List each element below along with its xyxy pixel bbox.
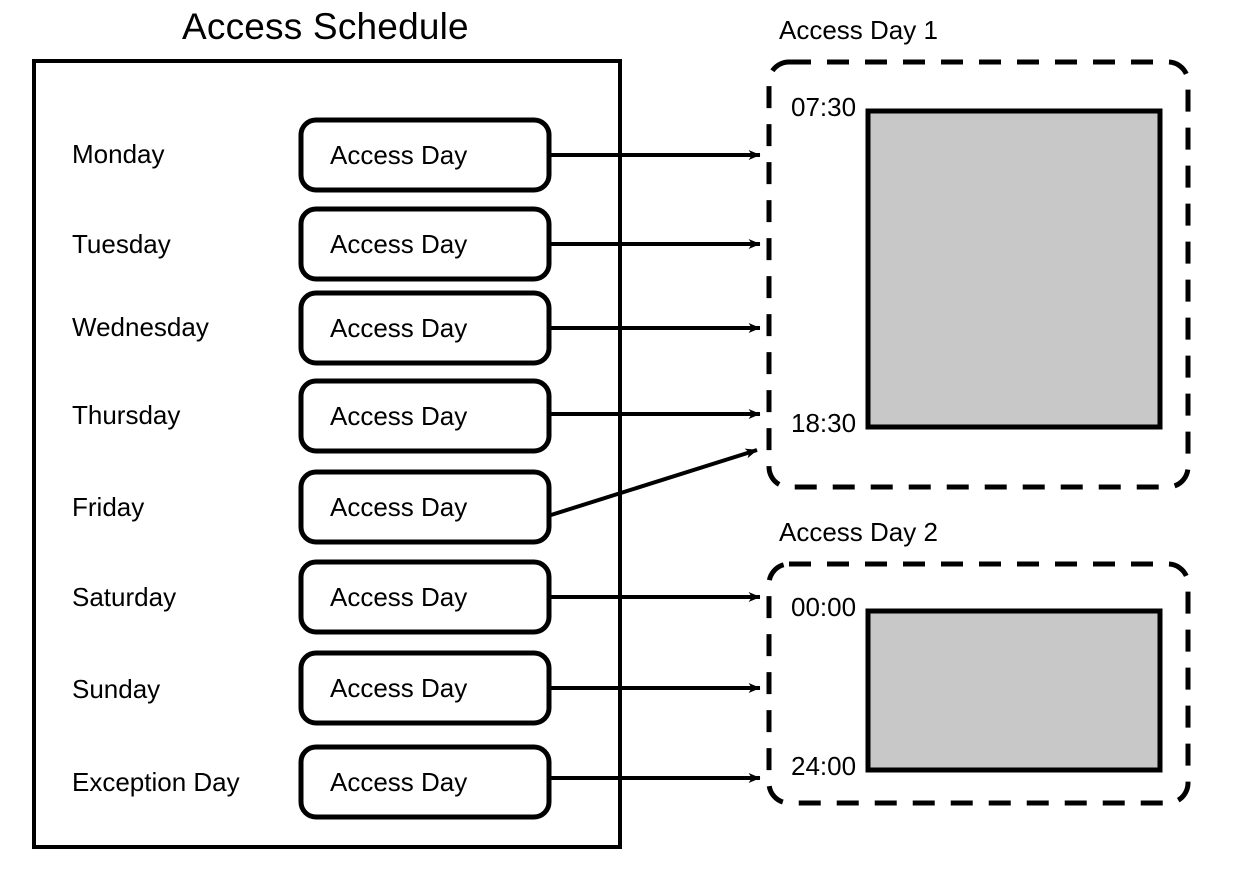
access-day-node-label-friday: Access Day [330,492,468,522]
access-day-2-group [766,561,1191,806]
access-day-2-start-time: 00:00 [791,592,857,622]
access-day-1-interval-bar [865,108,1163,430]
access-day-node-label-thursday: Access Day [330,401,468,431]
arrow-friday-to-access-day-1 [550,448,758,517]
access-day-node-label-saturday: Access Day [330,582,468,612]
access-day-node-label-exception-day: Access Day [330,767,468,797]
day-label-saturday: Saturday [72,582,177,612]
access-day-1-group [766,59,1191,490]
day-label-wednesday: Wednesday [72,312,209,342]
connector-arrows [549,150,761,783]
access-day-node-boxes [298,117,552,820]
page-title: Access Schedule [182,6,469,47]
access-day-1-title: Access Day 1 [779,15,938,45]
access-schedule-container [32,59,622,849]
access-day-2-end-time: 24:00 [791,751,857,781]
access-day-1-start-time: 07:30 [791,92,857,122]
day-label-exception-day: Exception Day [72,767,240,797]
day-label-thursday: Thursday [72,400,181,430]
access-day-2-title: Access Day 2 [779,517,938,547]
access-day-node-label-sunday: Access Day [330,673,468,703]
access-day-1-end-time: 18:30 [791,408,857,438]
day-label-monday: Monday [72,139,165,169]
day-label-tuesday: Tuesday [72,229,171,259]
access-day-node-box-friday[interactable] [298,469,552,545]
access-day-node-label-monday: Access Day [330,140,468,170]
access-day-2-frame [766,561,1191,806]
access-day-2-interval-bar [865,608,1163,773]
day-label-sunday: Sunday [72,674,161,704]
access-day-node-label-tuesday: Access Day [330,229,468,259]
access-day-node-label-wednesday: Access Day [330,313,468,343]
day-label-friday: Friday [72,492,145,522]
access-day-node-box-exception-day[interactable] [298,744,552,820]
